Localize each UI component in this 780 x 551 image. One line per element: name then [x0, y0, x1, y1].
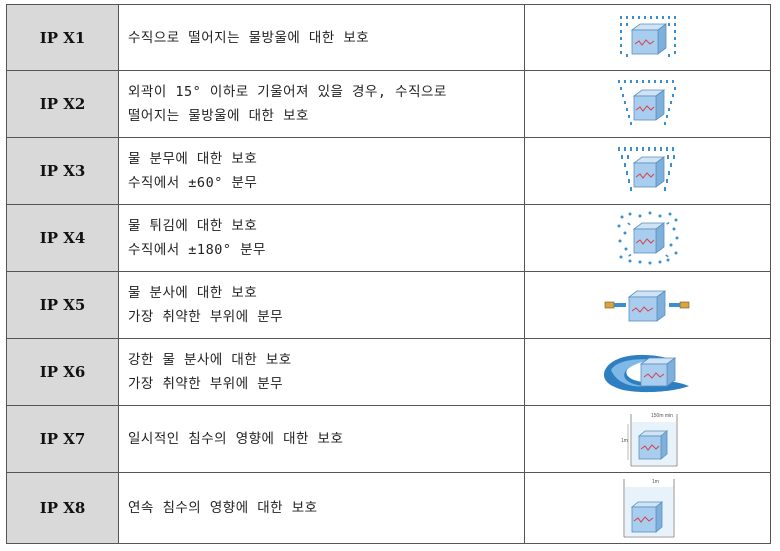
- table-row: IP X3 물 분무에 대한 보호 수직에서 ±60° 분무: [6, 137, 771, 205]
- description-line: 외곽이 15° 이하로 기울어져 있을 경우, 수직으로: [128, 84, 447, 100]
- description-line: 일시적인 침수의 영향에 대한 보호: [128, 431, 344, 447]
- description-line: 물 분사에 대한 보호: [128, 285, 258, 301]
- description-line: 수직에서 ±60° 분무: [128, 175, 258, 191]
- description-line: 물 튀김에 대한 보호: [128, 218, 258, 234]
- spray-icon: [617, 147, 675, 191]
- protection-description: 연속 침수의 영향에 대한 보호: [118, 472, 525, 544]
- table-row: IP X2 외곽이 15° 이하로 기울어져 있을 경우, 수직으로 떨어지는 …: [6, 70, 771, 138]
- tilted-drip-icon: [617, 80, 676, 125]
- protection-description: 일시적인 침수의 영향에 대한 보호: [118, 405, 525, 473]
- icon-cell: [524, 204, 771, 272]
- ip-code: IP X3: [6, 137, 119, 205]
- description-line: 수직에서 ±180° 분무: [128, 242, 266, 258]
- icon-cell: 150m min 1m: [524, 405, 771, 473]
- table-row: IP X4 물 튀김에 대한 보호 수직에서 ±180° 분무: [6, 204, 771, 272]
- description-line: 물 분무에 대한 보호: [128, 151, 258, 167]
- table-row: IP X7 일시적인 침수의 영향에 대한 보호 150m min 1m: [6, 405, 771, 473]
- ip-code: IP X5: [6, 271, 119, 339]
- table-row: IP X1 수직으로 떨어지는 물방울에 대한 보호: [6, 4, 771, 71]
- description-line: 떨어지는 물방울에 대한 보호: [128, 108, 309, 124]
- icon-cell: [524, 338, 771, 406]
- description-line: 강한 물 분사에 대한 보호: [128, 352, 292, 368]
- protection-description: 물 분사에 대한 보호 가장 취약한 부위에 분무: [118, 271, 525, 339]
- protection-description: 외곽이 15° 이하로 기울어져 있을 경우, 수직으로 떨어지는 물방울에 대…: [118, 70, 525, 138]
- protection-description: 물 분무에 대한 보호 수직에서 ±60° 분무: [118, 137, 525, 205]
- icon-cell: [524, 70, 771, 138]
- icon-cell: [524, 4, 771, 71]
- ip-code: IP X4: [6, 204, 119, 272]
- ip-code: IP X2: [6, 70, 119, 138]
- icon-cell: [524, 271, 771, 339]
- table-row: IP X6 강한 물 분사에 대한 보호 가장 취약한 부위에 분무: [6, 338, 771, 406]
- ip-code: IP X6: [6, 338, 119, 406]
- description-line: 가장 취약한 부위에 분무: [128, 376, 284, 392]
- splash-icon: [617, 211, 678, 265]
- depth-label: 150m min: [651, 413, 673, 419]
- table-row: IP X8 연속 침수의 영향에 대한 보호 1m: [6, 472, 771, 544]
- vertical-drip-icon: [619, 15, 676, 57]
- protection-description: 수직으로 떨어지는 물방울에 대한 보호: [118, 4, 525, 71]
- protection-description: 강한 물 분사에 대한 보호 가장 취약한 부위에 분무: [118, 338, 525, 406]
- ip-code: IP X1: [6, 4, 119, 71]
- icon-cell: [524, 137, 771, 205]
- depth-label: 1m: [652, 479, 659, 485]
- temporary-immersion-icon: 150m min 1m: [621, 413, 677, 467]
- depth-label: 1m: [621, 438, 628, 444]
- ip-code: IP X8: [6, 472, 119, 544]
- description-line: 연속 침수의 영향에 대한 보호: [128, 500, 318, 516]
- icon-cell: 1m: [524, 472, 771, 544]
- description-line: 수직으로 떨어지는 물방울에 대한 보호: [128, 29, 370, 46]
- protection-description: 물 튀김에 대한 보호 수직에서 ±180° 분무: [118, 204, 525, 272]
- table-row: IP X5 물 분사에 대한 보호 가장 취약한 부위에 분무: [6, 271, 771, 339]
- description-line: 가장 취약한 부위에 분무: [128, 309, 284, 325]
- ip-code: IP X7: [6, 405, 119, 473]
- ip-rating-table: IP X1 수직으로 떨어지는 물방울에 대한 보호 IP X2 외곽이 15°…: [6, 4, 771, 544]
- jet-icon: [604, 290, 689, 322]
- powerful-jet-icon: [603, 354, 689, 393]
- continuous-immersion-icon: 1m: [623, 479, 674, 538]
